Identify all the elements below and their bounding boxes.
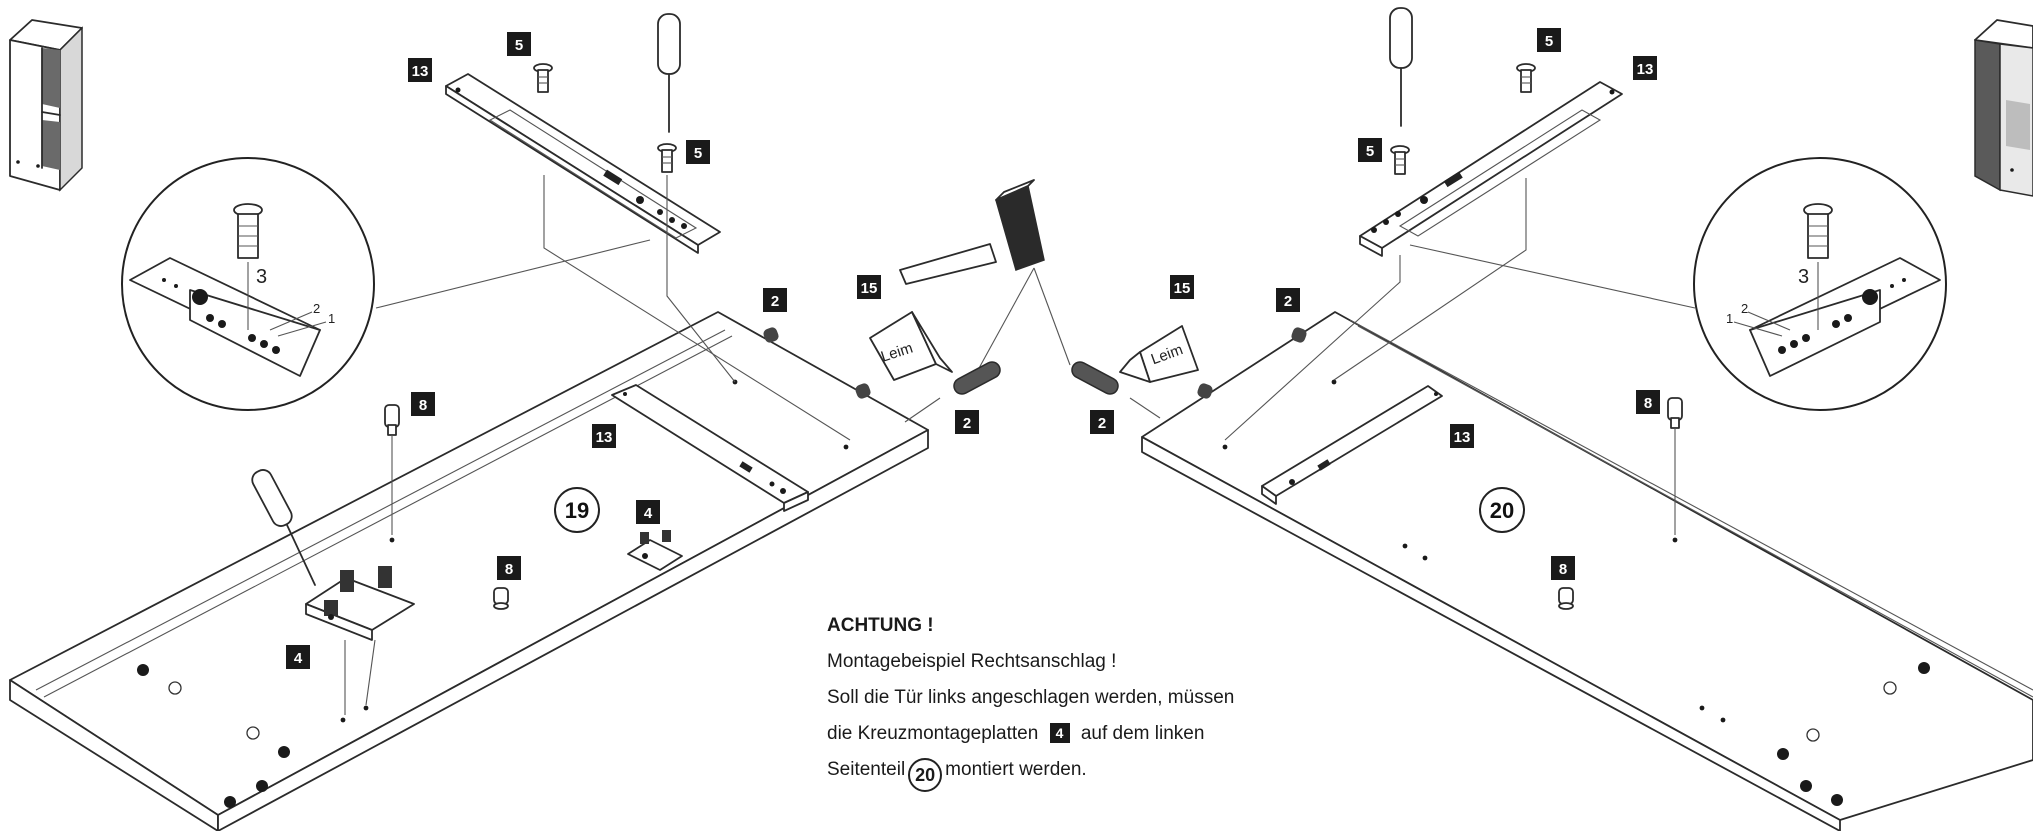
svg-text:5: 5 — [1545, 33, 1553, 50]
badge-8-right-top: 8 — [1636, 390, 1660, 414]
glue-tube-right: Leim — [1119, 325, 1199, 383]
badge-5-right-top: 5 — [1537, 28, 1561, 52]
svg-text:1: 1 — [328, 311, 335, 326]
badge-2-left-dowel: 2 — [955, 410, 979, 434]
svg-text:13: 13 — [1637, 61, 1654, 78]
svg-text:15: 15 — [861, 280, 878, 297]
svg-text:2: 2 — [1284, 293, 1292, 310]
badge-13-right-top: 13 — [1633, 56, 1657, 80]
badge-13-right-panel: 13 — [1450, 424, 1474, 448]
cross-mounting-plate-left-large — [305, 566, 415, 641]
badge-13-left-panel: 13 — [592, 424, 616, 448]
drawer-rail-left-mounted — [611, 384, 809, 512]
svg-text:2: 2 — [771, 293, 779, 310]
notice-line-1: Montagebeispiel Rechtsanschlag ! — [827, 651, 1117, 672]
svg-text:15: 15 — [1174, 280, 1191, 297]
notice-badge-4: 4 — [1049, 723, 1070, 743]
badge-15-right: 15 — [1170, 275, 1194, 299]
svg-text:8: 8 — [505, 561, 513, 578]
notice-line-2: Soll die Tür links angeschlagen werden, … — [827, 687, 1235, 708]
screwdriver-right-top — [1389, 7, 1413, 127]
notice-line-3-post: auf dem linken — [1080, 723, 1205, 744]
screw-left-mid — [657, 143, 677, 173]
screw-left-top — [533, 63, 553, 93]
svg-text:8: 8 — [1644, 395, 1652, 412]
svg-text:5: 5 — [694, 145, 702, 162]
drawer-rail-right-exploded — [1359, 81, 1623, 257]
svg-text:20: 20 — [1490, 498, 1514, 523]
cabinet-thumbnail-left — [9, 19, 83, 192]
dowel-right — [1071, 361, 1119, 395]
drawer-rail-left-exploded — [445, 73, 721, 254]
badge-5-left-top: 5 — [507, 32, 531, 56]
svg-text:2: 2 — [1098, 415, 1106, 432]
screw-right-mid — [1390, 145, 1410, 175]
connector-bolt-left-center — [493, 587, 509, 610]
connector-bolt-left-top — [384, 404, 400, 535]
svg-text:8: 8 — [419, 397, 427, 414]
hammer-icon — [899, 179, 1045, 285]
notice-line-3-pre: die Kreuzmontageplatten — [827, 723, 1039, 744]
badge-8-right-center: 8 — [1551, 556, 1575, 580]
badge-5-right-mid: 5 — [1358, 138, 1382, 162]
svg-text:2: 2 — [1741, 301, 1748, 316]
svg-text:4: 4 — [644, 505, 653, 522]
glue-tube-left: Leim — [869, 311, 953, 381]
panel-number-19: 19 — [554, 487, 600, 533]
badge-8-left-top: 8 — [411, 392, 435, 416]
cabinet-thumbnail-right — [1974, 19, 2033, 197]
screwdriver-left-top — [657, 13, 681, 133]
badge-13-left-top: 13 — [408, 58, 432, 82]
svg-text:13: 13 — [596, 429, 613, 446]
detail-circle-right: 3 2 1 — [1693, 157, 1947, 411]
svg-text:4: 4 — [294, 650, 303, 667]
svg-text:19: 19 — [565, 498, 589, 523]
badge-4-left-bottom: 4 — [286, 645, 310, 669]
badge-2-right-dowel: 2 — [1090, 410, 1114, 434]
svg-text:2: 2 — [963, 415, 971, 432]
notice-block: ACHTUNG ! Montagebeispiel Rechtsanschlag… — [827, 608, 1347, 792]
svg-text:5: 5 — [515, 37, 523, 54]
screw-right-top — [1516, 63, 1536, 93]
side-panel-left — [9, 311, 929, 831]
notice-line-3: die Kreuzmontageplatten 4 auf dem linken — [827, 716, 1347, 752]
drawer-rail-right-mounted — [1261, 385, 1443, 505]
notice-circle-20: 20 — [908, 758, 943, 792]
panel-number-20: 20 — [1479, 487, 1525, 533]
notice-line-4-post: montiert werden. — [945, 759, 1087, 780]
svg-text:8: 8 — [1559, 561, 1567, 578]
svg-text:1: 1 — [1726, 311, 1733, 326]
badge-2-left-top: 2 — [763, 288, 787, 312]
svg-text:3: 3 — [256, 266, 267, 288]
svg-text:2: 2 — [313, 301, 320, 316]
notice-line-4-pre: Seitenteil — [827, 759, 906, 780]
badge-4-left-center: 4 — [636, 500, 660, 524]
svg-text:3: 3 — [1798, 266, 1809, 288]
svg-text:13: 13 — [1454, 429, 1471, 446]
detail-circle-left: 3 2 1 — [121, 157, 375, 411]
dowel-left — [953, 361, 1001, 395]
badge-2-right-top: 2 — [1276, 288, 1300, 312]
badge-15-left: 15 — [857, 275, 881, 299]
connector-bolt-right-center — [1558, 587, 1574, 610]
connector-bolt-right-top — [1667, 397, 1683, 535]
badge-8-left-center: 8 — [497, 556, 521, 580]
badge-5-left-mid: 5 — [686, 140, 710, 164]
svg-text:5: 5 — [1366, 143, 1374, 160]
notice-title: ACHTUNG ! — [827, 615, 934, 636]
svg-text:13: 13 — [412, 63, 429, 80]
screwdriver-left-bottom — [251, 469, 316, 586]
cross-mounting-plate-left-small — [627, 530, 683, 571]
